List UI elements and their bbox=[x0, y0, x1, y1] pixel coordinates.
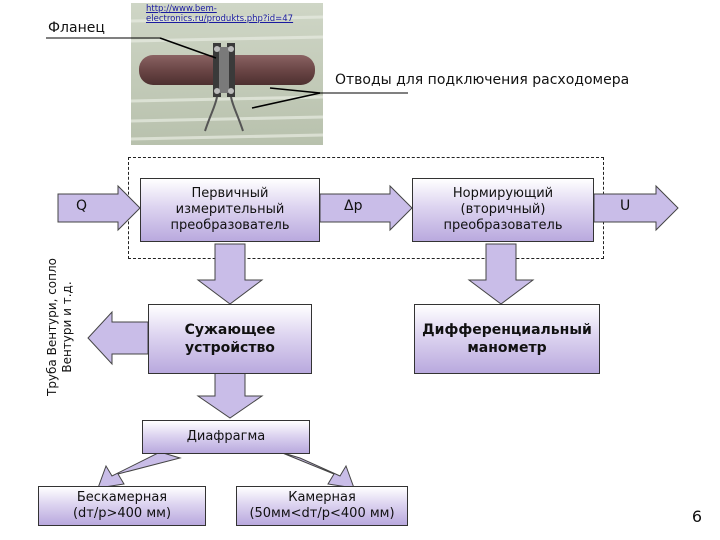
u-label: U bbox=[620, 198, 631, 214]
diff-manometer-box: Дифференциальный манометр bbox=[414, 304, 600, 374]
source-url[interactable]: http://www.bem-electronics.ru/produkts.p… bbox=[146, 4, 294, 24]
restriction-device-label: Сужающее устройство bbox=[184, 322, 276, 356]
side-label-venturi: Труба Вентури, сопло Вентури и т.д. bbox=[45, 258, 74, 397]
diff-manometer-label: Дифференциальный манометр bbox=[422, 322, 592, 356]
diaphragm-box: Диафрагма bbox=[142, 420, 310, 454]
chamber-label: Камерная (50мм<dт/p<400 мм) bbox=[249, 490, 395, 521]
normalizing-transducer-label: Нормирующий (вторичный) преобразователь bbox=[443, 186, 563, 233]
down-arrow-normalizing bbox=[467, 243, 535, 305]
u-arrow bbox=[593, 184, 679, 232]
flange-label: Фланец bbox=[48, 20, 105, 36]
dp-label: Δp bbox=[344, 198, 363, 214]
page-number: 6 bbox=[691, 507, 702, 526]
q-label: Q bbox=[76, 198, 88, 214]
primary-transducer-box: Первичный измерительный преобразователь bbox=[140, 178, 320, 242]
arrow-chamberless bbox=[97, 451, 182, 489]
taps-label: Отводы для подключения расходомера bbox=[335, 72, 630, 88]
q-arrow bbox=[57, 184, 141, 232]
diaphragm-label: Диафрагма bbox=[186, 429, 266, 444]
restriction-device-box: Сужающее устройство bbox=[148, 304, 312, 374]
chamberless-box: Бескамерная (dт/p>400 мм) bbox=[38, 486, 206, 526]
dp-arrow bbox=[319, 184, 413, 232]
normalizing-transducer-box: Нормирующий (вторичный) преобразователь bbox=[412, 178, 594, 242]
down-arrow-primary bbox=[196, 243, 264, 305]
flange-photo bbox=[131, 3, 323, 145]
down-arrow-restriction bbox=[196, 371, 264, 419]
flange-photo-graphic bbox=[131, 3, 323, 145]
chamberless-label: Бескамерная (dт/p>400 мм) bbox=[72, 490, 172, 521]
arrow-chamber bbox=[279, 451, 355, 489]
primary-transducer-label: Первичный измерительный преобразователь bbox=[170, 186, 290, 233]
left-arrow-side bbox=[87, 310, 149, 366]
chamber-box: Камерная (50мм<dт/p<400 мм) bbox=[236, 486, 408, 526]
